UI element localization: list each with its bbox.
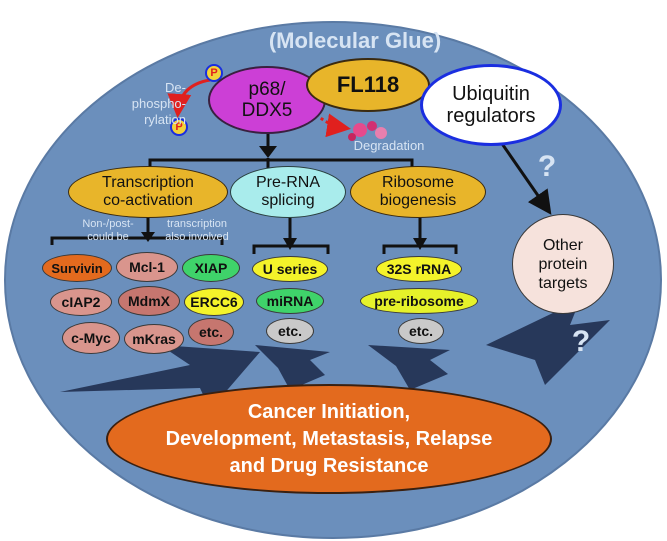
question-mark-lower: ? xyxy=(571,325,591,358)
other-targets-node: Other protein targets xyxy=(512,214,614,314)
target-32s-rrna: 32S rRNA xyxy=(376,256,462,282)
dephosphorylation-label: De- phospho- rylation xyxy=(131,80,186,127)
target-etc-splicing: etc. xyxy=(266,318,314,344)
degradation-arrow xyxy=(310,109,351,138)
target-survivin: Survivin xyxy=(42,254,112,282)
splicing-node: Pre-RNA splicing xyxy=(230,166,346,218)
phosphate-released-icon: P xyxy=(170,118,188,136)
target-u-series: U series xyxy=(252,256,328,282)
ribosome-converge-arrow xyxy=(368,345,450,390)
target-pre-ribosome: pre-ribosome xyxy=(360,288,478,314)
target-xiap: XIAP xyxy=(182,254,240,282)
dephosphorylation-arrow xyxy=(167,78,211,118)
target-mdmx: MdmX xyxy=(118,286,180,316)
p68-node: p68/ DDX5 xyxy=(208,66,326,134)
outcome-node: Cancer Initiation, Development, Metastas… xyxy=(106,384,552,494)
transcription-node: Transcription co-activation xyxy=(68,166,228,218)
ribosome-node: Ribosome biogenesis xyxy=(350,166,486,218)
ubiquitin-node: Ubiquitin regulators xyxy=(420,64,562,146)
degradation-label: Degradation xyxy=(353,138,425,153)
target-ciap2: cIAP2 xyxy=(50,288,112,316)
target-etc-transcription: etc. xyxy=(188,318,234,346)
transcription-note-left: Non-/post- could be xyxy=(82,218,134,243)
transcription-note-right: transcription also involved xyxy=(165,218,229,243)
fl118-node: FL118 xyxy=(306,58,430,112)
degradation-splash-icon xyxy=(348,121,387,141)
splicing-converge-arrow xyxy=(255,345,330,390)
target-etc-ribosome: etc. xyxy=(398,318,444,344)
target-mkras: mKras xyxy=(124,324,184,354)
phosphate-icon: P xyxy=(205,64,223,82)
ubiquitin-arrow xyxy=(494,134,552,215)
target-cmyc: c-Myc xyxy=(62,322,120,354)
right-converge-arrow xyxy=(486,300,610,385)
target-mirna: miRNA xyxy=(256,288,324,314)
target-mcl1: Mcl-1 xyxy=(116,252,178,282)
target-ercc6: ERCC6 xyxy=(184,288,244,316)
question-mark-upper: ? xyxy=(537,150,557,183)
title: (Molecular Glue) xyxy=(268,28,442,53)
